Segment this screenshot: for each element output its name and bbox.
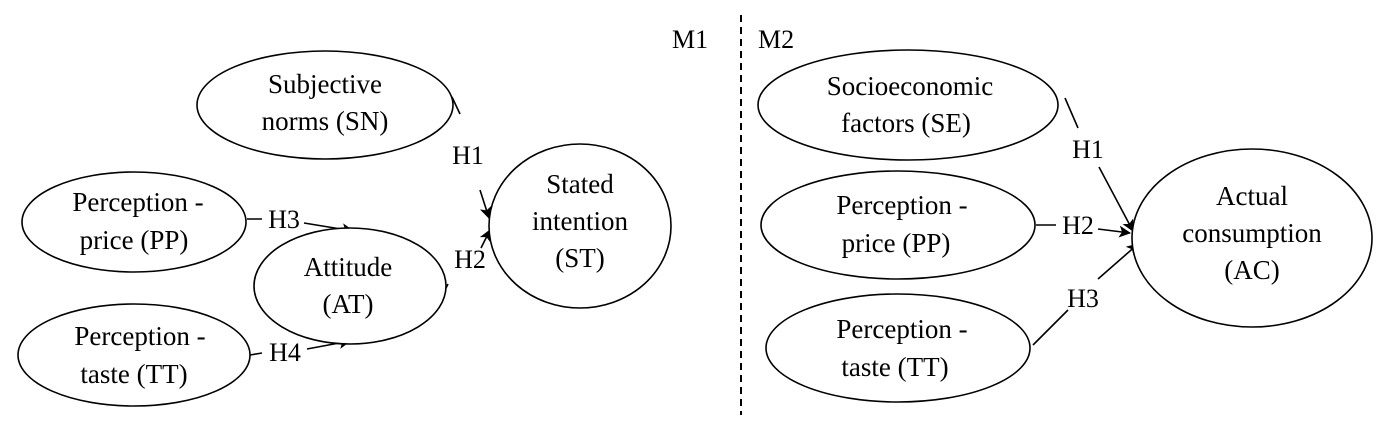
edge-sn-st bbox=[451, 96, 489, 218]
node-label-line: Perception - bbox=[836, 190, 967, 220]
node-label-line: price (PP) bbox=[842, 228, 951, 258]
node-socioeconomic-factors: Socioeconomic factors (SE) bbox=[757, 49, 1059, 161]
node-attitude: Attitude (AT) bbox=[253, 227, 447, 345]
node-perception-price: Perception - price (PP) bbox=[21, 171, 247, 273]
edge-label-sn-st: H1 bbox=[452, 141, 484, 170]
node-label-line: taste (TT) bbox=[80, 359, 187, 389]
node-label-line: taste (TT) bbox=[841, 352, 948, 382]
node-label-line: (ST) bbox=[555, 243, 605, 273]
node-label-line: price (PP) bbox=[80, 225, 189, 255]
edge-label-tt-at: H4 bbox=[269, 338, 301, 367]
edge-label-se-ac: H1 bbox=[1072, 135, 1104, 164]
node-label-line: Attitude bbox=[304, 252, 393, 282]
node-label-line: Subjective bbox=[268, 69, 382, 99]
edge-se-ac bbox=[1064, 97, 1133, 231]
node-label-line: (AC) bbox=[1224, 255, 1280, 285]
model-2: H1 H2 H3 Socioeconomic factors (SE) Perc… bbox=[757, 49, 1373, 403]
node-subjective-norms: Subjective norms (SN) bbox=[196, 50, 454, 160]
edge-pp-ac bbox=[1036, 225, 1130, 233]
node-perception-price: Perception - price (PP) bbox=[760, 170, 1036, 280]
model-1: H1 H2 H3 H4 Subjective norms (SN) Percep… bbox=[17, 50, 672, 407]
node-label-line: Perception - bbox=[74, 321, 205, 351]
node-perception-taste: Perception - taste (TT) bbox=[765, 293, 1031, 403]
node-label-line: consumption bbox=[1182, 218, 1322, 248]
node-actual-consumption: Actual consumption (AC) bbox=[1131, 148, 1373, 328]
node-label-line: norms (SN) bbox=[262, 106, 389, 136]
edge-label-at-st: H2 bbox=[454, 245, 486, 274]
edge-label-pp-ac: H2 bbox=[1062, 211, 1094, 240]
edge-tt-ac bbox=[1032, 244, 1138, 346]
panel-label-m2: M2 bbox=[758, 25, 794, 54]
node-label-line: Perception - bbox=[836, 314, 967, 344]
node-label-line: Actual bbox=[1216, 181, 1288, 211]
node-label-line: intention bbox=[532, 206, 628, 236]
node-label-line: Stated bbox=[546, 169, 614, 199]
edge-label-pp-at: H3 bbox=[268, 205, 300, 234]
node-perception-taste: Perception - taste (TT) bbox=[17, 303, 251, 407]
node-label-line: Perception - bbox=[72, 187, 203, 217]
node-label-line: (AT) bbox=[323, 289, 374, 319]
panel-label-m1: M1 bbox=[672, 25, 708, 54]
node-label-line: Socioeconomic bbox=[827, 71, 993, 101]
node-label-line: factors (SE) bbox=[841, 108, 971, 138]
node-stated-intention: Stated intention (ST) bbox=[488, 143, 672, 309]
edge-label-tt-ac: H3 bbox=[1067, 284, 1099, 313]
